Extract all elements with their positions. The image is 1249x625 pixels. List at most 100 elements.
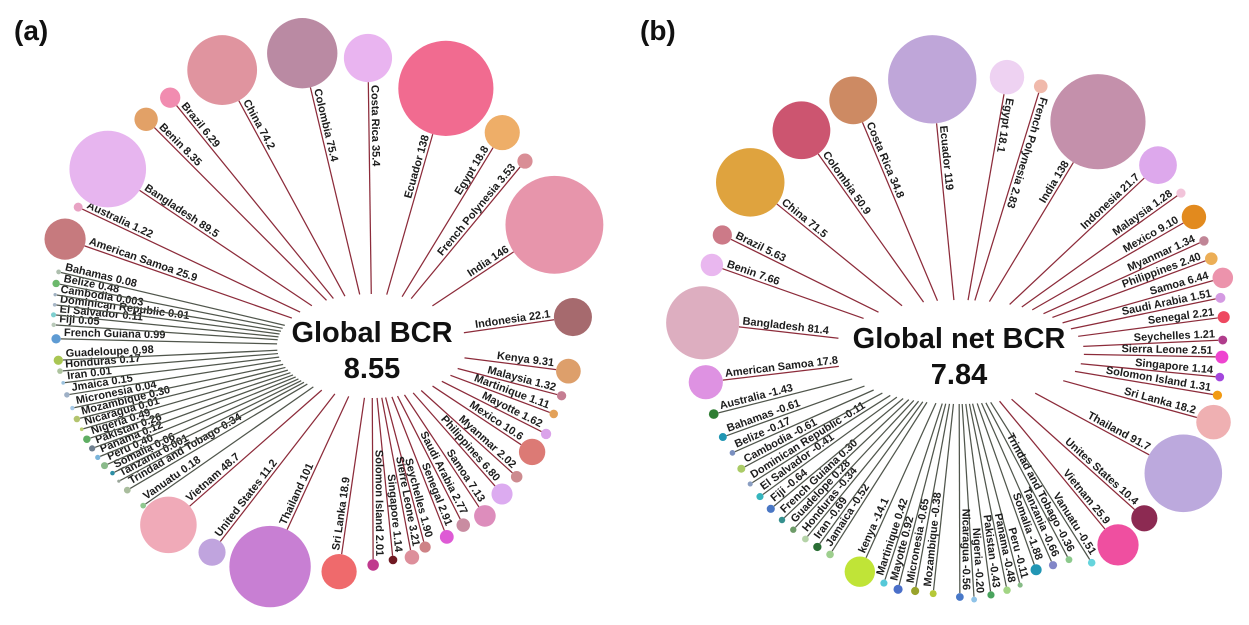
leader-line-kenya bbox=[464, 357, 557, 371]
leader-line-bangladesh bbox=[738, 326, 839, 339]
leader-line-sri-lanka bbox=[341, 397, 366, 555]
label-costa-rica: Costa Rica 34.8 bbox=[864, 120, 907, 200]
bubble-mayotte bbox=[540, 428, 552, 440]
bubble-ecuador bbox=[398, 40, 494, 136]
bubble-pakistan bbox=[89, 445, 96, 452]
leader-line-sri-lanka bbox=[1063, 380, 1198, 419]
leader-line-philippines bbox=[412, 392, 496, 487]
bubble-cambodia bbox=[737, 464, 746, 473]
label-solomon-island: Solomon Island 2.01 bbox=[373, 450, 386, 556]
leader-line-ecuador bbox=[386, 133, 434, 295]
bubble-myanmar bbox=[1199, 236, 1209, 246]
leader-line-vietnam bbox=[999, 400, 1106, 530]
leader-line-dominican-republic bbox=[752, 394, 891, 484]
leader-line-honduras bbox=[807, 400, 920, 537]
bubble-philippines bbox=[1205, 252, 1218, 265]
bubble-honduras bbox=[57, 368, 63, 374]
leader-line-american-samoa bbox=[722, 365, 839, 381]
bubble-myanmar bbox=[510, 470, 523, 483]
leader-line-singapore bbox=[1080, 363, 1216, 378]
bubble-french-guiana bbox=[51, 334, 61, 344]
bubble-nicaragua bbox=[955, 593, 964, 601]
leader-line-bangladesh bbox=[139, 189, 313, 307]
bubble-micronesia bbox=[70, 405, 75, 411]
leader-line-samoa bbox=[1062, 280, 1214, 324]
bubble-kenya bbox=[844, 556, 876, 587]
bubble-trindad-and-tobago bbox=[1065, 556, 1073, 564]
leader-line-american-samoa bbox=[84, 245, 293, 319]
leader-line-egypt bbox=[401, 147, 494, 298]
leader-line-somalia bbox=[976, 403, 1035, 565]
bubble-nigeria bbox=[83, 435, 91, 443]
leader-line-costa-rica bbox=[367, 82, 372, 295]
bubble-brazil bbox=[712, 225, 732, 245]
leader-line-india bbox=[432, 251, 514, 307]
leader-line-nigeria bbox=[961, 403, 975, 597]
leader-line-sierra-leone bbox=[1083, 353, 1216, 358]
bubble-nigeria bbox=[971, 596, 978, 603]
bubble-pakistan bbox=[987, 591, 995, 599]
label-thailand: Thailand 91.7 bbox=[1085, 410, 1152, 454]
bubble-jmaica bbox=[64, 392, 70, 398]
bubble-solomon-island bbox=[367, 559, 379, 571]
bubble-el-salvador bbox=[50, 312, 57, 318]
bubble-saudi-arabia bbox=[456, 518, 470, 532]
panel-tag: (b) bbox=[640, 15, 676, 46]
bubble-egypt bbox=[484, 115, 520, 151]
leader-line-vanuatu bbox=[990, 401, 1091, 560]
bubble-bahamas bbox=[718, 433, 727, 442]
leader-line-indonesia bbox=[1009, 177, 1145, 305]
leader-line-india bbox=[988, 162, 1074, 302]
bubble-kenya bbox=[556, 358, 581, 384]
bubble-indonesia bbox=[1139, 146, 1177, 184]
leader-line-singapore bbox=[376, 397, 394, 556]
bubble-seychelles bbox=[419, 541, 431, 553]
center-value: 8.55 bbox=[344, 353, 400, 385]
leader-line-solomon-island bbox=[1074, 370, 1213, 396]
bubble-fiji bbox=[766, 504, 775, 513]
leader-line-senegal bbox=[391, 396, 445, 531]
leader-line-martinique bbox=[884, 403, 943, 580]
bubble-guadeloupe bbox=[53, 355, 63, 365]
leader-line-belize bbox=[734, 389, 874, 453]
bubble-sierre-leone bbox=[404, 550, 420, 565]
bubble-mexico bbox=[518, 438, 546, 466]
leader-line-egypt bbox=[967, 94, 1005, 301]
leader-line-australia bbox=[81, 208, 301, 313]
label-india: India 138 bbox=[1037, 159, 1072, 206]
bubble-mayotte bbox=[893, 584, 903, 594]
bubble-tanzania bbox=[1048, 561, 1058, 570]
bubble-micronesia bbox=[911, 586, 920, 596]
bubble-thailand bbox=[229, 525, 311, 608]
leader-line-belize bbox=[59, 283, 283, 329]
bubble-singapore bbox=[1215, 372, 1225, 382]
label-egypt: Egypt 18.1 bbox=[994, 97, 1015, 153]
leader-line-micronesia bbox=[74, 363, 284, 409]
bubble-american-samoa bbox=[44, 218, 86, 260]
leader-line-benin bbox=[722, 268, 864, 319]
leader-line-ecuador bbox=[935, 123, 955, 301]
leader-line-guadeloupe bbox=[62, 349, 278, 361]
leader-line-philippines bbox=[1052, 260, 1206, 319]
bubble-sierra-leone bbox=[1215, 350, 1229, 364]
bubble-benin bbox=[700, 253, 724, 277]
bubble-mozambique bbox=[73, 415, 81, 423]
bubble-peru bbox=[101, 462, 109, 470]
leader-line-cambodia bbox=[744, 392, 883, 468]
bubble-martinique bbox=[880, 579, 888, 587]
leader-line-malaysia bbox=[1021, 195, 1178, 308]
leader-line-french-guiana bbox=[60, 338, 278, 345]
leader-line-costa-rica bbox=[861, 122, 939, 302]
leader-line-tanzania bbox=[119, 381, 305, 481]
bubble-dominican-republic bbox=[747, 481, 753, 487]
bubble-malaysia bbox=[1176, 188, 1186, 198]
leader-line-mayotte bbox=[898, 403, 947, 586]
label-kenya: Kenya 9.31 bbox=[496, 350, 555, 369]
bubble-tanzania bbox=[117, 479, 121, 483]
center-title: Global BCR bbox=[291, 317, 452, 349]
bubble-bangladesh bbox=[69, 130, 147, 208]
leader-line-el-salvador bbox=[762, 396, 898, 496]
